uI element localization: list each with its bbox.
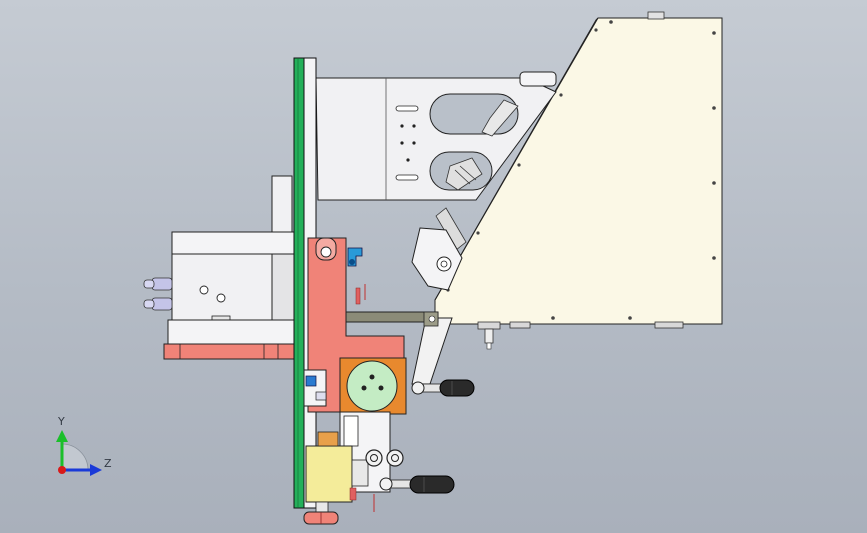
housing[interactable] bbox=[434, 11, 723, 350]
lower-handle[interactable] bbox=[379, 475, 455, 494]
upper-knob-grip bbox=[439, 379, 475, 397]
left-block-body bbox=[171, 231, 295, 255]
mounting-arm[interactable] bbox=[315, 71, 557, 201]
upper-knob-hub bbox=[411, 381, 425, 395]
upper-handle[interactable] bbox=[411, 379, 475, 397]
lower-link bbox=[411, 317, 453, 385]
red-base-bar bbox=[163, 343, 295, 360]
roller-left bbox=[365, 449, 383, 467]
cylinder-rod-upper bbox=[481, 99, 519, 137]
plate-front bbox=[293, 57, 305, 509]
sensor-stem bbox=[484, 328, 494, 344]
y-axis-arrow bbox=[56, 430, 68, 442]
red-mount-block[interactable] bbox=[307, 237, 405, 413]
housing-screws bbox=[446, 20, 716, 320]
left-block-base bbox=[167, 319, 295, 345]
housing-foot-right bbox=[654, 321, 684, 329]
cylinder-rod-lower bbox=[445, 157, 483, 191]
housing-foot-mid bbox=[509, 321, 531, 329]
hinge-assembly[interactable] bbox=[411, 207, 467, 385]
orange-clamp-block[interactable] bbox=[303, 357, 407, 415]
housing-top-tab bbox=[647, 11, 665, 20]
hinge-bracket bbox=[411, 227, 463, 291]
arm-top-cap bbox=[519, 71, 557, 87]
bottom-knob-stem bbox=[315, 501, 329, 513]
guide-bar[interactable] bbox=[345, 311, 439, 327]
z-axis-arrow bbox=[90, 464, 102, 476]
left-block-side bbox=[271, 253, 295, 321]
left-cylinder-block[interactable] bbox=[143, 175, 295, 360]
housing-foot-left bbox=[477, 321, 501, 330]
x-axis-dot bbox=[58, 466, 66, 474]
triad-arc bbox=[61, 443, 89, 471]
lower-knob-grip bbox=[409, 475, 455, 494]
hinge-pin bbox=[436, 256, 452, 272]
lower-bracket[interactable] bbox=[303, 284, 404, 525]
sensor-mount bbox=[303, 369, 327, 407]
coordinate-triad: Y Z bbox=[56, 415, 112, 476]
yellow-block bbox=[305, 445, 353, 503]
z-axis-label: Z bbox=[104, 457, 112, 470]
green-disc bbox=[346, 360, 398, 412]
left-block-main bbox=[171, 253, 273, 321]
y-axis-label: Y bbox=[57, 415, 65, 428]
air-fittings bbox=[143, 277, 173, 311]
lower-knob-hub bbox=[379, 477, 393, 491]
roller-right bbox=[386, 449, 404, 467]
